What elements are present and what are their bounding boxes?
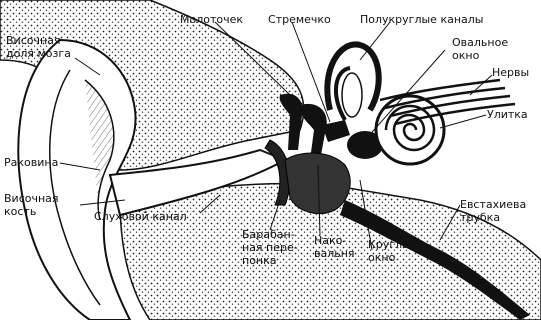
label-semicircular-canals: Полукруглые каналы — [360, 13, 483, 26]
label-ear-canal: Слуховой канал — [94, 210, 187, 223]
label-eustachian-tube: Евстахиева трубка — [460, 198, 526, 224]
label-auricle: Раковина — [4, 156, 58, 169]
label-stirrup: Стремечко — [268, 13, 331, 26]
label-temporal-bone: Височная кость — [4, 192, 59, 218]
label-temporal-lobe: Височная доля мозга — [6, 34, 71, 60]
label-cochlea: Улитка — [487, 108, 528, 121]
label-oval-window: Овальное окно — [452, 36, 508, 62]
label-eardrum: Барабан- ная пере- понка — [242, 228, 298, 267]
label-nerves: Нервы — [492, 66, 529, 79]
label-round-window: Круглое окно — [368, 238, 416, 264]
label-hammer: Молоточек — [180, 13, 243, 26]
anvil-shape — [300, 104, 327, 160]
middle-ear-shape — [285, 153, 350, 214]
label-anvil: Нако- вальня — [314, 234, 355, 260]
